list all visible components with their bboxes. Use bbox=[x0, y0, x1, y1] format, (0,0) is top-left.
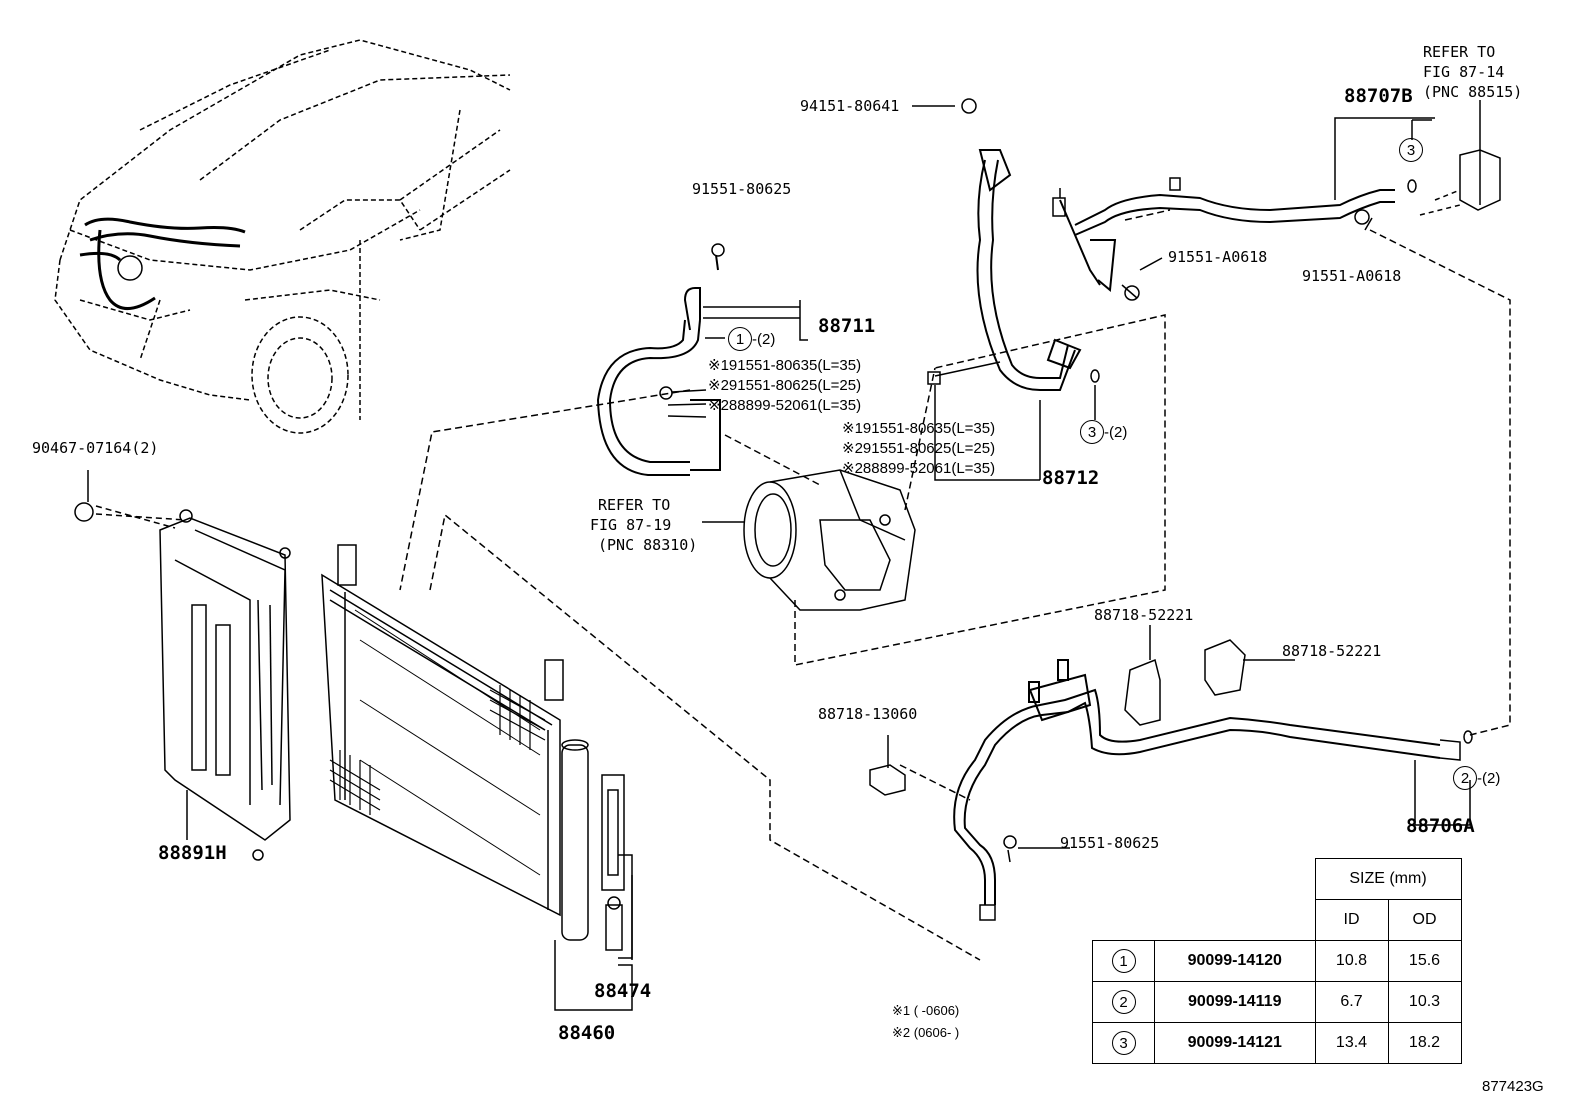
date-footnote: ※2 (0606- ) bbox=[892, 1025, 960, 1040]
ref-circle: 2 bbox=[1453, 766, 1477, 790]
expansion-valve-illustration bbox=[1459, 100, 1501, 211]
part-callout[interactable]: 88712 bbox=[1042, 467, 1100, 489]
quantity-label: -(2) bbox=[752, 331, 776, 348]
part-callout[interactable]: 91551-80625 bbox=[1060, 834, 1160, 852]
reference-note[interactable]: FIG 87-14 bbox=[1423, 63, 1505, 81]
part-callout[interactable]: ※191551-80635(L=35) bbox=[842, 420, 996, 437]
liquid-pipe-illustration bbox=[1059, 189, 1395, 292]
part-callout[interactable]: ※291551-80625(L=25) bbox=[842, 440, 996, 457]
part-callout[interactable]: ※191551-80635(L=35) bbox=[708, 357, 862, 374]
outer-diameter: 15.6 bbox=[1387, 940, 1462, 982]
radiator-shroud-illustration bbox=[159, 509, 291, 861]
part-callout[interactable]: 91551-80625 bbox=[692, 180, 792, 198]
inner-diameter: 13.4 bbox=[1314, 1022, 1389, 1064]
ref-circle: 1 bbox=[1111, 949, 1136, 973]
oring-part-number[interactable]: 90099-14119 bbox=[1154, 981, 1316, 1023]
receiver-tank-illustration bbox=[561, 739, 589, 941]
quantity-label: -(2) bbox=[1477, 770, 1501, 787]
table-row[interactable]: 1 90099-14120 10.8 15.6 bbox=[1092, 940, 1462, 982]
inner-diameter: 10.8 bbox=[1314, 940, 1389, 982]
compressor-illustration bbox=[743, 469, 916, 611]
reference-note[interactable]: FIG 87-19 bbox=[590, 516, 672, 534]
wiring-harness bbox=[79, 217, 246, 310]
part-callout[interactable]: 88707B bbox=[1344, 85, 1413, 107]
date-footnote: ※1 ( -0606) bbox=[892, 1003, 960, 1018]
ref-circle: 3 bbox=[1080, 420, 1104, 444]
desiccant-illustration bbox=[601, 774, 625, 951]
part-callout[interactable]: 88718-13060 bbox=[818, 705, 918, 723]
figure-id: 877423G bbox=[1482, 1078, 1544, 1095]
ref-circle: 3 bbox=[1111, 1031, 1136, 1055]
oring-ref-2[interactable]: 2-(2) bbox=[1453, 766, 1500, 790]
table-row[interactable]: 2 90099-14119 6.7 10.3 bbox=[1092, 981, 1462, 1023]
part-callout[interactable]: 88460 bbox=[558, 1022, 616, 1044]
col-header-od: OD bbox=[1387, 899, 1462, 941]
ref-circle: 3 bbox=[1399, 138, 1423, 162]
part-callout[interactable]: 91551-A0618 bbox=[1168, 248, 1268, 266]
inner-diameter: 6.7 bbox=[1314, 981, 1389, 1023]
oring-part-number[interactable]: 90099-14121 bbox=[1154, 1022, 1316, 1064]
part-callout[interactable]: 90467-07164(2) bbox=[32, 439, 159, 457]
part-callout[interactable]: 91551-A0618 bbox=[1302, 267, 1402, 285]
oring-size-table: SIZE (mm) ID OD 1 90099-14120 10.8 15.6 … bbox=[1092, 858, 1462, 1064]
oring-ref-3[interactable]: 3-(2) bbox=[1080, 420, 1127, 444]
reference-note[interactable]: (PNC 88515) bbox=[1423, 83, 1523, 101]
lower-pipe-illustration bbox=[953, 659, 1441, 905]
clamp-illustration bbox=[869, 639, 1246, 796]
vehicle-outline-illustration bbox=[54, 39, 511, 434]
quantity-label: -(2) bbox=[1104, 424, 1128, 441]
part-callout[interactable]: 88474 bbox=[594, 980, 652, 1002]
table-row[interactable]: 3 90099-14121 13.4 18.2 bbox=[1092, 1022, 1462, 1064]
part-callout[interactable]: ※288899-52061(L=35) bbox=[842, 460, 996, 477]
reference-note[interactable]: REFER TO bbox=[1423, 43, 1496, 61]
part-callout[interactable]: ※291551-80625(L=25) bbox=[708, 377, 862, 394]
discharge-hose-illustration bbox=[596, 287, 721, 476]
reference-note[interactable]: REFER TO bbox=[598, 496, 671, 514]
part-callout[interactable]: 88718-52221 bbox=[1094, 606, 1194, 624]
reference-note[interactable]: (PNC 88310) bbox=[598, 536, 698, 554]
part-callout[interactable]: 88891H bbox=[158, 842, 227, 864]
part-callout[interactable]: 88711 bbox=[818, 315, 876, 337]
part-callout[interactable]: 94151-80641 bbox=[800, 97, 900, 115]
part-callout[interactable]: 88718-52221 bbox=[1282, 642, 1382, 660]
oring-part-number[interactable]: 90099-14120 bbox=[1154, 940, 1316, 982]
outer-diameter: 10.3 bbox=[1387, 981, 1462, 1023]
outer-diameter: 18.2 bbox=[1387, 1022, 1462, 1064]
condenser-illustration bbox=[321, 544, 564, 917]
part-callout[interactable]: ※288899-52061(L=35) bbox=[708, 397, 862, 414]
suction-hose-illustration bbox=[976, 149, 1082, 391]
ref-circle: 1 bbox=[728, 327, 752, 351]
col-header-id: ID bbox=[1314, 899, 1389, 941]
oring-ref-1[interactable]: 1-(2) bbox=[728, 327, 775, 351]
ref-circle: 2 bbox=[1111, 990, 1136, 1014]
size-header: SIZE (mm) bbox=[1314, 858, 1462, 900]
part-callout[interactable]: 88706A bbox=[1406, 815, 1475, 837]
oring-ref-3-upper[interactable]: 3 bbox=[1399, 138, 1423, 162]
